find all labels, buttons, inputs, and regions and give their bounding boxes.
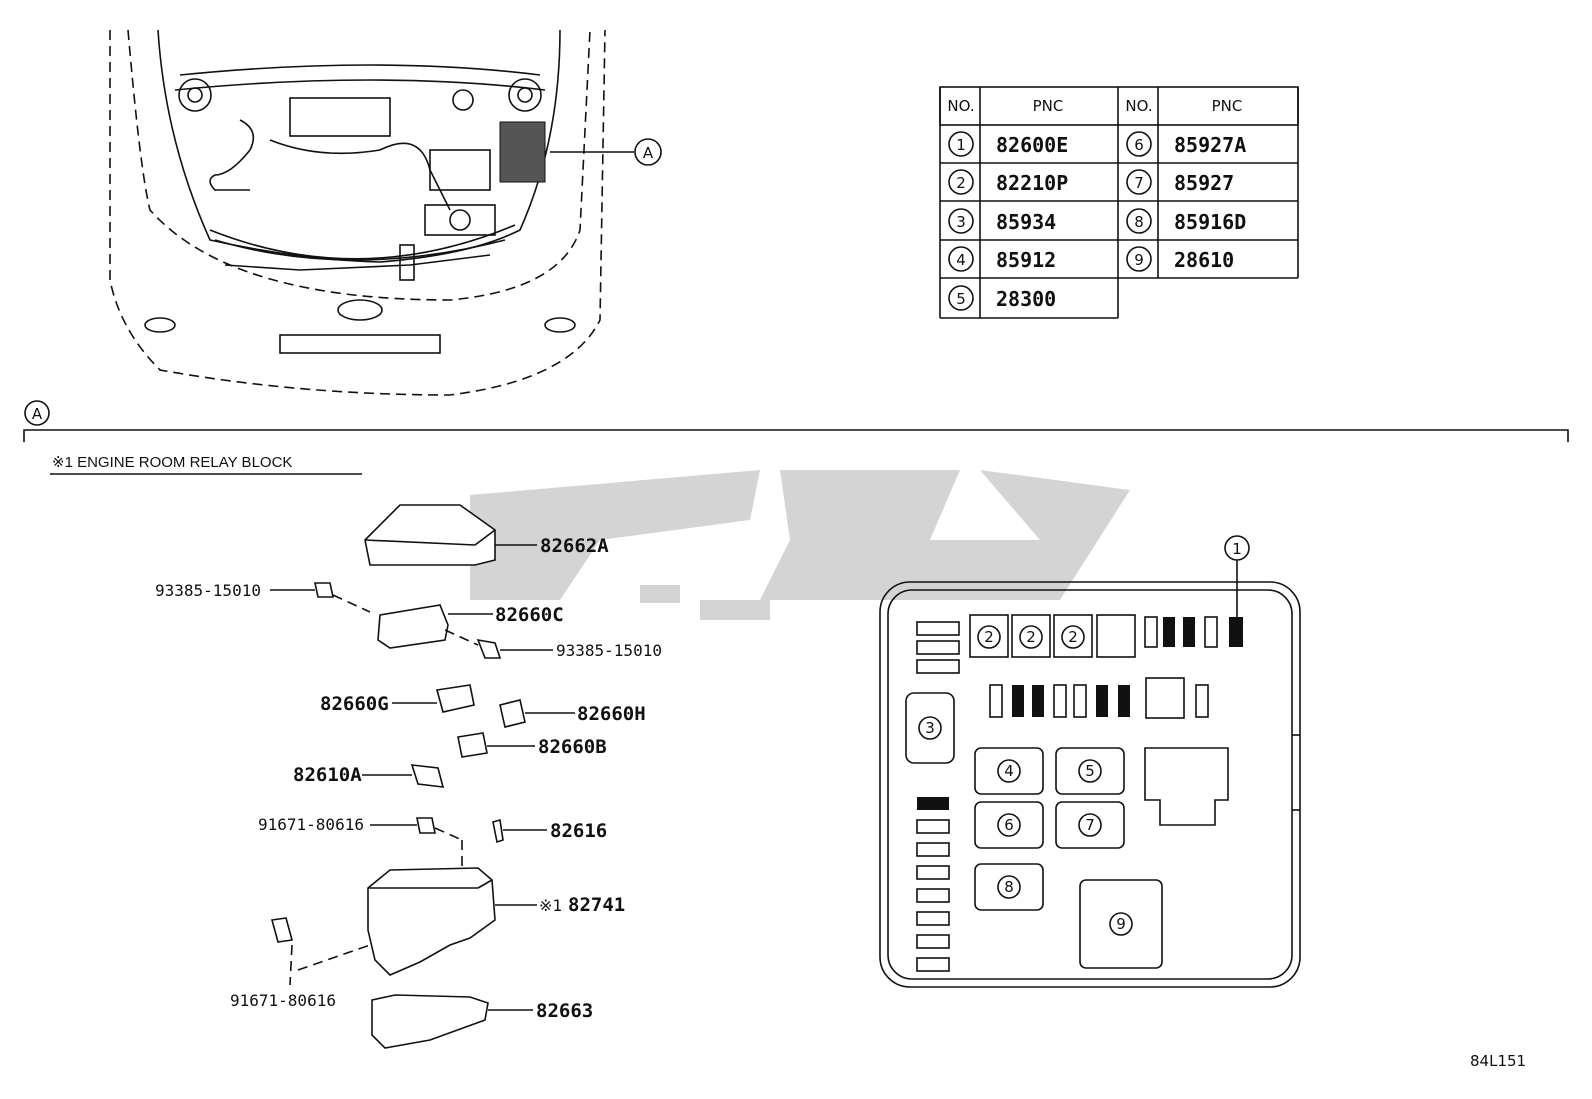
relay-block-lower-cover <box>371 994 489 1049</box>
bolt-icon <box>270 917 294 943</box>
bolt-icon <box>476 638 502 659</box>
svg-text:85927A: 85927A <box>1174 133 1246 157</box>
label-82610a: 82610A <box>293 764 362 786</box>
slot-7: 7 <box>1085 816 1095 834</box>
slot-6: 6 <box>1004 816 1014 834</box>
label-82660c: 82660C <box>495 604 564 626</box>
exploded-parts: 82662A 93385-15010 82660C 93385-15010 82… <box>155 504 662 1049</box>
section-bracket <box>23 429 1569 442</box>
bolt-icon <box>314 582 334 598</box>
relay-b <box>457 732 488 758</box>
svg-text:2: 2 <box>956 174 966 192</box>
svg-text:9: 9 <box>1134 251 1144 269</box>
svg-text:85934: 85934 <box>996 210 1056 234</box>
svg-text:82600E: 82600E <box>996 133 1068 157</box>
label-82741: 82741 <box>568 894 625 916</box>
label-82660b: 82660B <box>538 736 607 758</box>
table-row: 3 85934 <box>948 208 1056 234</box>
svg-text:8: 8 <box>1134 213 1144 231</box>
table-row: 8 85916D <box>1126 208 1246 234</box>
fuse-clip <box>492 818 504 844</box>
header-no-right: NO. <box>1125 97 1152 115</box>
svg-text:85916D: 85916D <box>1174 210 1246 234</box>
label-82660g: 82660G <box>320 693 389 715</box>
table-row: 7 85927 <box>1126 169 1234 195</box>
label-91671-upper: 91671-80616 <box>258 815 364 834</box>
relay-a <box>410 764 445 788</box>
svg-text:A: A <box>643 144 654 162</box>
svg-text:28610: 28610 <box>1174 248 1234 272</box>
svg-text:1: 1 <box>956 136 966 154</box>
section-title: ※1 ENGINE ROOM RELAY BLOCK <box>52 454 292 471</box>
svg-text:7: 7 <box>1134 174 1144 192</box>
table-row: 4 85912 <box>948 246 1056 272</box>
slot-2c: 2 <box>1068 628 1078 646</box>
svg-text:A: A <box>32 405 43 423</box>
bolt-icon <box>416 817 436 834</box>
label-93385-lower: 93385-15010 <box>556 641 662 660</box>
label-82663: 82663 <box>536 1000 593 1022</box>
slot-5: 5 <box>1085 762 1095 780</box>
svg-text:6: 6 <box>1134 136 1144 154</box>
table-row: 2 82210P <box>948 169 1068 195</box>
callout-1: 1 <box>1232 540 1242 558</box>
label-82616: 82616 <box>550 820 607 842</box>
label-82662a: 82662A <box>540 535 609 557</box>
label-82660h: 82660H <box>577 703 646 725</box>
slot-3: 3 <box>925 719 935 737</box>
slot-2a: 2 <box>984 628 994 646</box>
svg-text:28300: 28300 <box>996 287 1056 311</box>
car-engine-bay-drawing <box>109 29 634 396</box>
svg-text:5: 5 <box>956 290 966 308</box>
watermark-logo <box>470 470 1130 620</box>
label-82741-mark: ※1 <box>539 896 562 915</box>
label-93385-upper: 93385-15010 <box>155 581 261 600</box>
svg-text:85927: 85927 <box>1174 171 1234 195</box>
diagram-code: 84L151 <box>1470 1052 1526 1070</box>
header-no-left: NO. <box>947 97 974 115</box>
svg-text:82210P: 82210P <box>996 171 1068 195</box>
header-pnc-left: PNC <box>1033 97 1064 115</box>
relay-layout: 1 2 2 2 3 <box>879 535 1301 988</box>
relay-g <box>435 684 475 713</box>
label-91671-lower: 91671-80616 <box>230 991 336 1010</box>
table-row: 6 85927A <box>1126 131 1246 157</box>
relay-block-housing <box>367 867 496 976</box>
callout-a-top: A <box>634 138 662 166</box>
relay-bracket <box>377 604 449 649</box>
table-row: 1 82600E <box>948 131 1068 157</box>
section-a-marker: A <box>24 400 50 426</box>
table-row: 9 28610 <box>1126 246 1234 272</box>
header-pnc-right: PNC <box>1212 97 1243 115</box>
slot-4: 4 <box>1004 762 1014 780</box>
slot-9: 9 <box>1116 915 1126 933</box>
svg-text:3: 3 <box>956 213 966 231</box>
relay-h <box>499 699 526 728</box>
pnc-table: NO. PNC NO. PNC 1 82600E 2 82210P 3 8593… <box>939 86 1299 319</box>
table-row: 5 28300 <box>948 285 1056 311</box>
slot-2b: 2 <box>1026 628 1036 646</box>
svg-text:4: 4 <box>956 251 966 269</box>
slot-8: 8 <box>1004 878 1014 896</box>
svg-text:85912: 85912 <box>996 248 1056 272</box>
